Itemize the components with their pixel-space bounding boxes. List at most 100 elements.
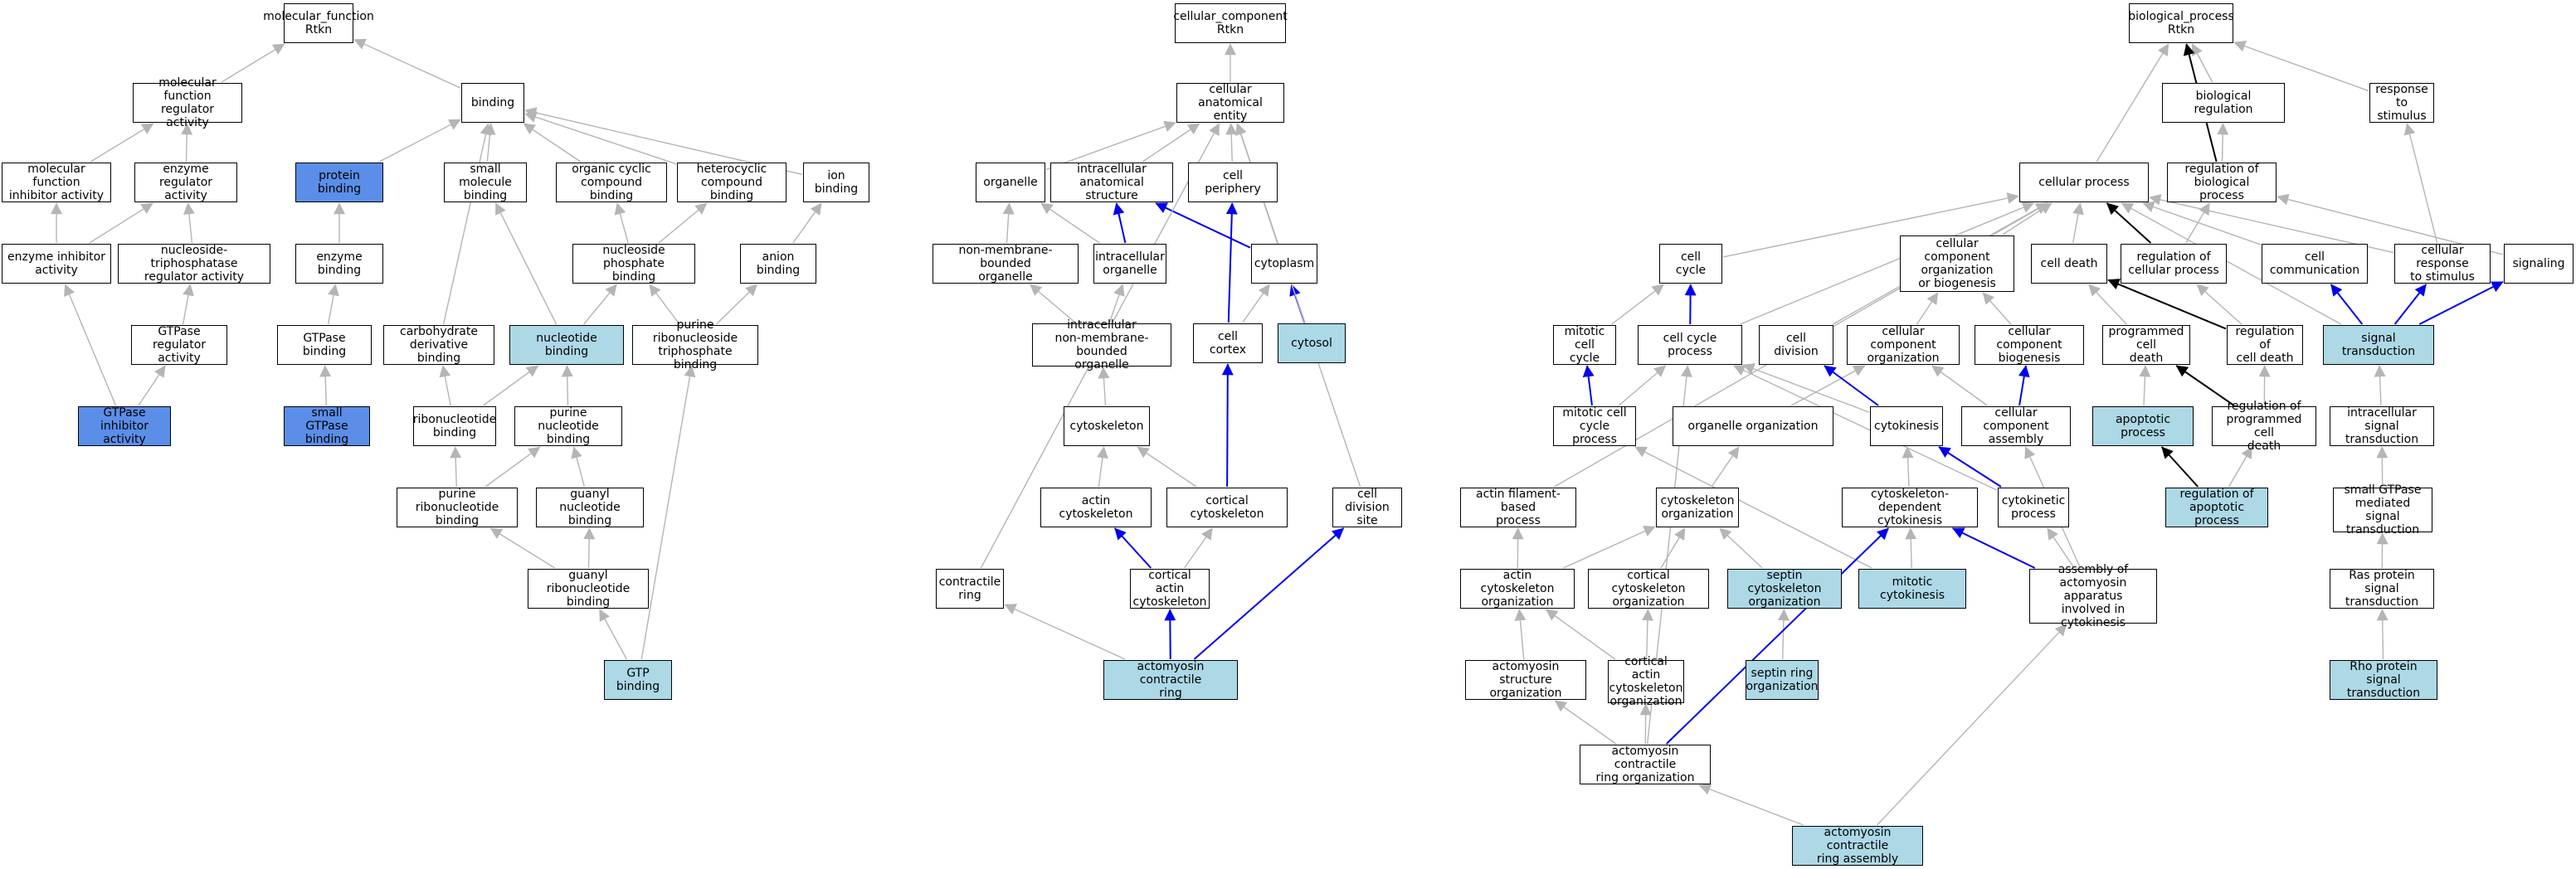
edge-cco2-to-cyto-org [1660, 527, 1686, 569]
go-term-cco: cellular component organization [1847, 325, 1960, 365]
edge-cytoskel-to-inmbo [1098, 367, 1110, 406]
go-term-sgtpase: small GTPase mediated signal transductio… [2333, 483, 2432, 536]
go-term-rho: Rho protein signal transduction [2330, 660, 2437, 700]
edge-gtpase-inhib-to-enz-inhib [64, 284, 117, 406]
edge-rho-to-ras [2376, 609, 2389, 660]
go-term-cell-death: cell death [2031, 244, 2107, 284]
go-term-afbp: actin filament-based process [1460, 488, 1576, 527]
go-term-gtp-bind: GTP binding [604, 660, 672, 700]
go-term-ist: intracellular signal transduction [2330, 406, 2434, 446]
go-term-ion-bind: ion binding [803, 163, 869, 202]
edge-anion-to-ion-bind [792, 202, 822, 244]
go-term-mf-reg: molecular function regulator activity [133, 76, 242, 129]
edge-reg-apop-to-apop [2160, 446, 2199, 488]
edge-org-org-to-cco [1790, 365, 1866, 406]
go-term-cytosol: cytosol [1278, 323, 1346, 363]
edge-amro-to-aso [1554, 700, 1617, 745]
go-term-reg-bp: regulation of biological process [2167, 163, 2277, 202]
go-term-gtpase-bind: GTPase binding [277, 325, 372, 365]
go-term-signaling: signaling [2504, 244, 2574, 284]
edge-cytoplasm-to-ias [1155, 202, 1251, 249]
go-term-cort-actin: cortical actin cytoskeleton [1130, 569, 1210, 609]
go-term-cytok-proc: cytokinetic process [1998, 488, 2069, 527]
edge-cort-actin-to-cort-cyto [1184, 527, 1213, 569]
go-term-bio-reg: biological regulation [2162, 83, 2285, 123]
go-term-cc-root: cellular_component Rtkn [1173, 3, 1288, 43]
go-term-amro: actomyosin contractile ring organization [1580, 745, 1711, 784]
go-term-small-gtpase: small GTPase binding [284, 406, 370, 446]
go-term-aco: actin cytoskeleton organization [1460, 569, 1575, 609]
go-term-septin-org: septin cytoskeleton organization [1727, 569, 1842, 609]
edge-carb-to-binding [442, 123, 492, 325]
go-term-nuc-bind: nucleotide binding [509, 325, 624, 365]
go-term-gtpase-inhib: GTPase inhibitor activity [78, 406, 171, 446]
go-term-hetero: heterocyclic compound binding [677, 163, 786, 202]
edge-guanyl-nuc-to-purine-nuc [571, 446, 586, 488]
edge-aaa-to-cytok-proc [2047, 527, 2075, 569]
go-term-aso: actomyosin structure organization [1465, 660, 1586, 700]
go-term-mccp: mitotic cell cycle process [1553, 406, 1636, 446]
go-term-resp-stim: response to stimulus [2369, 83, 2434, 123]
go-term-cyto-org: cytoskeleton organization [1656, 488, 1739, 527]
go-term-cort-cyto: cortical cytoskeleton [1166, 488, 1288, 527]
go-term-organelle: organelle [976, 163, 1045, 202]
edge-cca-to-cco [1931, 365, 1988, 406]
go-term-contr-ring: contractile ring [936, 569, 1004, 609]
edge-ccb-to-ccob [1982, 292, 2012, 325]
edge-nmbo-to-organelle [1002, 202, 1015, 244]
go-term-small-mol: small molecule binding [444, 163, 527, 202]
edge-aco-to-cyto-org [1563, 526, 1656, 569]
edge-cort-cyto-to-cell-cortex [1221, 363, 1234, 488]
go-term-mcc: mitotic cell cycle [1553, 325, 1616, 365]
edge-cell-cortex-to-periph [1225, 202, 1238, 323]
edge-enz-inhib-to-enz-reg [89, 202, 153, 244]
edge-cytokinesis-to-cell-div [1824, 365, 1879, 406]
go-term-enz-inhib: enzyme inhibitor activity [2, 244, 111, 284]
edge-cell-cortex-to-cytoplasm [1242, 284, 1270, 323]
go-term-amr: actomyosin contractile ring [1103, 660, 1238, 700]
edge-amr-to-contr-ring [1004, 604, 1126, 660]
edge-gtp-bind-to-guanyl-ribo [599, 609, 627, 660]
go-term-aaa: assembly of actomyosin apparatus involve… [2029, 563, 2157, 629]
edge-cort-cyto-to-cytoskel [1137, 446, 1197, 488]
go-term-pr-ntp: purine ribonucleoside triphosphate bindi… [632, 318, 758, 371]
edge-reg-cd-to-reg-cp [2196, 284, 2242, 325]
go-term-ccob: cellular component organization or bioge… [1900, 235, 2014, 292]
go-term-ribonuc: ribonucleotide binding [413, 406, 496, 446]
edge-sig-trans-to-signaling [2418, 280, 2504, 325]
go-term-pcd: programmed cell death [2102, 325, 2190, 365]
edge-nuc-bind-to-nuc-phos [583, 284, 617, 325]
edge-cell-comm-to-cell-proc [2142, 201, 2262, 245]
edge-aso-to-aco [1514, 609, 1527, 660]
edge-cort-actin-to-actin-cyto [1113, 527, 1152, 569]
edge-binding-to-mf-root [353, 38, 461, 89]
edge-reg-cd-to-cell-death [2107, 279, 2227, 330]
go-term-apop: apoptotic process [2092, 406, 2194, 446]
edge-guanyl-ribo-to-guanyl-nuc [583, 527, 596, 569]
go-term-ias: intracellular anatomical structure [1050, 163, 1173, 202]
edge-cytosol-to-cytoplasm [1289, 284, 1306, 323]
edge-ccob-to-cell-proc [2002, 202, 2053, 235]
edge-cell-resp-to-resp-stim [2403, 123, 2438, 244]
go-term-binding: binding [461, 83, 524, 123]
edge-sig-trans-to-cell-comm [2330, 284, 2364, 325]
edge-cytok-proc-to-cytokinesis [1938, 446, 2002, 488]
go-term-nmbo: non-membrane-bounded organelle [933, 244, 1079, 284]
edge-gtp-bind-to-pr-ntp [640, 365, 696, 660]
edge-amra-to-aaa [1877, 624, 2067, 826]
edge-ias-to-cae [1142, 123, 1200, 163]
go-term-mf-inhib: molecular function inhibitor activity [2, 163, 111, 202]
go-term-gtpase-reg: GTPase regulator activity [131, 325, 227, 365]
edge-cell-proc-to-bp-root [2096, 43, 2169, 163]
go-term-org-org: organelle organization [1673, 406, 1833, 446]
edge-caco-to-aco [1546, 609, 1616, 660]
edge-aaa-to-cdc [1952, 527, 2036, 569]
edge-mcc-to-cell-cycle [1611, 284, 1664, 325]
edge-amr-to-cds [1193, 527, 1345, 660]
edge-cell-death-to-cell-proc [2072, 202, 2084, 244]
edge-ist-to-sig-trans [2374, 365, 2386, 406]
edge-reg-cp-to-reg-bp [2185, 202, 2210, 244]
go-term-purine-nuc: purine nucleotide binding [514, 406, 622, 446]
go-term-cell-proc: cellular process [2019, 163, 2149, 202]
